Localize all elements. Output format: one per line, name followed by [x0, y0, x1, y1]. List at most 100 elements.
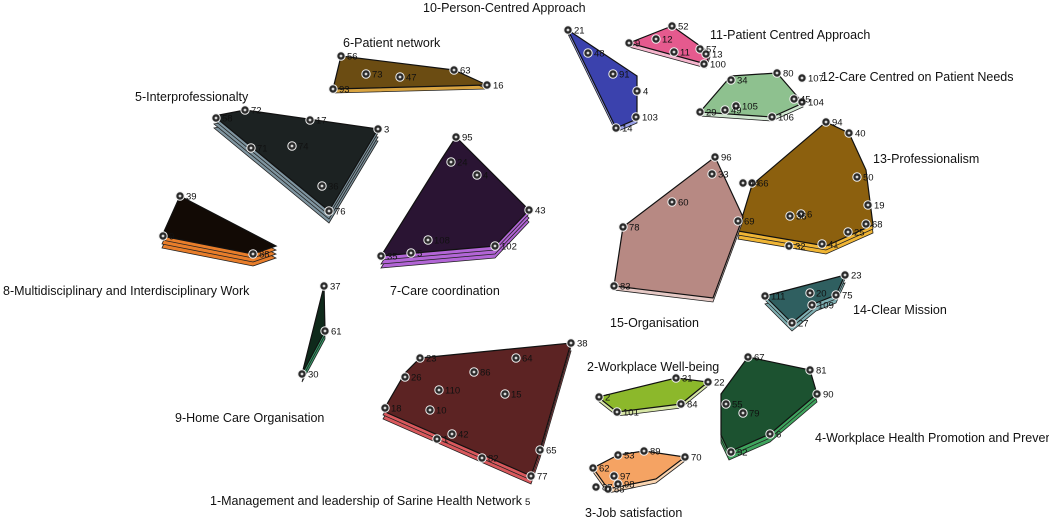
- cluster-7-polygon: [379, 136, 530, 257]
- statement-number: 34: [737, 76, 748, 87]
- statement-number: 93: [339, 85, 350, 96]
- statement-number: 35: [387, 252, 398, 263]
- statement-point: [608, 69, 618, 79]
- statement-point: [583, 48, 593, 58]
- statement-point: [376, 251, 386, 261]
- statement-point: [469, 367, 479, 377]
- statement-number: 101: [623, 408, 639, 419]
- statement-point: [805, 365, 815, 375]
- statement-point: [588, 463, 598, 473]
- statement-point: [667, 197, 677, 207]
- statement-number: 29: [706, 108, 717, 119]
- statement-number: 23: [851, 271, 862, 282]
- statement-number: 40: [855, 129, 866, 140]
- cluster-label: 5-Interprofessionalty: [135, 90, 249, 104]
- statement-number: 111: [771, 292, 785, 303]
- statement-number: 71: [257, 144, 268, 155]
- statement-number: 36: [796, 212, 807, 223]
- statement-point: [415, 353, 425, 363]
- statement-point: [720, 105, 730, 115]
- statement-point: [612, 407, 622, 417]
- statement-number: 90: [823, 390, 834, 401]
- statement-number: 65: [546, 446, 557, 457]
- statement-point: [631, 112, 641, 122]
- statement-number: 11: [680, 48, 690, 59]
- statement-number: 83: [620, 282, 631, 293]
- cluster-label: 2-Workplace Well-being: [587, 360, 719, 374]
- statement-number: 13: [712, 50, 723, 61]
- statement-point: [361, 69, 371, 79]
- statement-point: [710, 152, 720, 162]
- statement-point: [805, 288, 815, 298]
- statement-point: [320, 326, 330, 336]
- statement-number: 89: [650, 447, 661, 458]
- statement-number: 103: [642, 113, 658, 124]
- statement-number: 106: [778, 113, 794, 124]
- statement-number: 74: [298, 142, 309, 153]
- statement-point: [852, 172, 862, 182]
- statement-number: 57: [706, 45, 717, 56]
- statement-point: [797, 97, 807, 107]
- statement-number: 109: [818, 301, 834, 312]
- statement-point: [840, 270, 850, 280]
- statement-point: [613, 479, 623, 489]
- statement-point: [406, 248, 416, 258]
- statement-number: 82: [488, 454, 499, 465]
- cluster-9-polygon: [301, 285, 326, 375]
- statement-point: [500, 389, 510, 399]
- statement-point: [796, 209, 806, 219]
- statement-number: 78: [629, 223, 640, 234]
- statement-point: [603, 484, 613, 494]
- statement-number: 70: [691, 453, 702, 464]
- statement-number: 98: [624, 480, 635, 491]
- statement-number: 6: [776, 430, 781, 441]
- statement-number: 62: [599, 464, 610, 475]
- statement-number: 3: [384, 125, 389, 136]
- statement-number: 14: [622, 124, 633, 135]
- statement-point: [821, 117, 831, 127]
- statement-point: [667, 21, 677, 31]
- statement-point: [611, 123, 621, 133]
- statement-point: [639, 446, 649, 456]
- statement-point: [297, 369, 307, 379]
- statement-point: [328, 84, 338, 94]
- statement-point: [400, 372, 410, 382]
- statement-point: [609, 281, 619, 291]
- statement-number: 33: [718, 170, 729, 181]
- statement-number: 105: [742, 102, 758, 113]
- statement-number: 41: [828, 240, 839, 251]
- statement-point: [246, 143, 256, 153]
- statement-point: [817, 239, 827, 249]
- statement-number: 67: [754, 353, 765, 364]
- statement-point: [175, 191, 185, 201]
- statement-point: [726, 447, 736, 457]
- cluster-15-polygon: [613, 156, 744, 299]
- statement-number: 75: [842, 291, 853, 302]
- statement-number: 100: [710, 60, 726, 71]
- statement-number: 84: [687, 400, 698, 411]
- cluster-15: [613, 156, 744, 303]
- statement-number: 77: [537, 472, 548, 483]
- statement-number: 37: [330, 282, 341, 293]
- statement-point: [524, 205, 534, 215]
- statement-point: [765, 429, 775, 439]
- statement-number: 9: [635, 39, 640, 50]
- statement-point: [699, 59, 709, 69]
- cluster-7: [379, 136, 530, 269]
- statement-number: 42: [458, 430, 469, 441]
- statement-number: 61: [331, 327, 342, 338]
- statement-point: [287, 141, 297, 151]
- cluster-label: 4-Workplace Health Promotion and Prevent…: [815, 431, 1049, 445]
- statement-number: 27: [798, 319, 809, 330]
- statement-number: 43: [535, 206, 546, 217]
- statement-point: [482, 80, 492, 90]
- cluster-label: 6-Patient network: [343, 36, 441, 50]
- statement-number: 58: [222, 114, 233, 125]
- statement-number: 53: [624, 451, 635, 462]
- statement-point: [432, 434, 442, 444]
- statement-number: 56: [347, 52, 358, 63]
- statement-point: [671, 373, 681, 383]
- statement-number: 23: [426, 354, 437, 365]
- statement-point: [535, 445, 545, 455]
- statement-point: [447, 429, 457, 439]
